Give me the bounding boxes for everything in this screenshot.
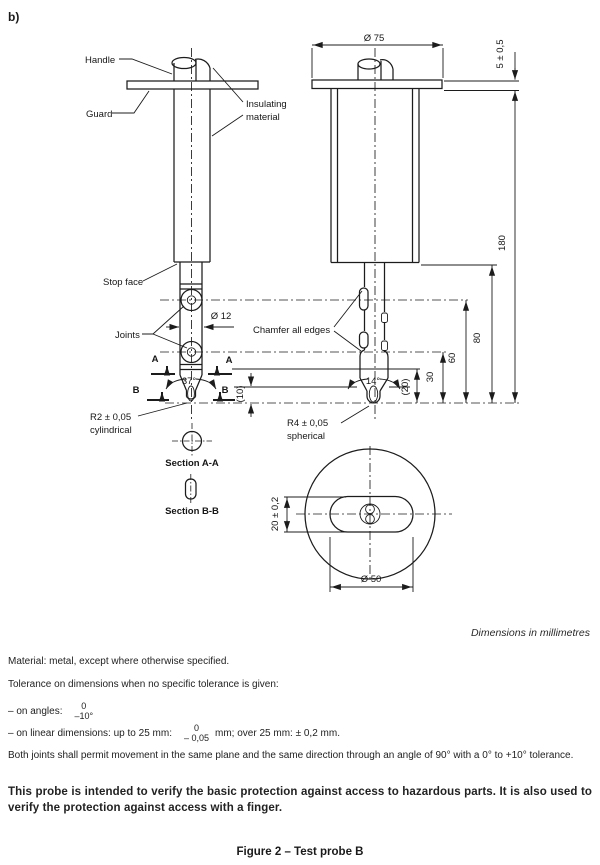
linear-frac-bottom: – 0,05 [183,733,210,744]
callouts: Handle Guard Insulating material Stop fa… [85,55,380,442]
handle-stub [173,58,211,81]
joint-pin-end-2 [365,514,375,524]
dim-60-label: 60 [447,353,458,364]
section-a-mark-left: A [152,354,159,365]
linear-text: – on linear dimensions: up to 25 mm: [8,727,172,739]
dim-30-label: 30 [425,372,436,383]
guard-circle [304,448,436,580]
dim-75-label: Ø 75 [364,33,385,44]
guard-plate-front [126,80,259,90]
tolerance-linear: – on linear dimensions: up to 25 mm: 0 –… [8,723,592,744]
guard-label: Guard [86,109,112,120]
tolerance-angles: – on angles: 0 –10° [8,701,592,722]
section-aa-view: Section A-A [165,423,219,469]
joints-note: Both joints shall permit movement in the… [8,750,574,761]
r4-label: R4 ± 0,05 [287,418,328,429]
angles-frac-top: 0 [81,701,87,711]
purpose-note: This probe is intended to verify the bas… [8,786,592,814]
joint-step-1 [381,312,388,323]
finger-wide-section [359,349,389,378]
dim-5-label: 5 ± 0,5 [495,40,506,69]
angle-37-label: 37° [182,376,197,387]
flat-shaft-outline [329,495,414,533]
section-bb-label: Section B-B [165,506,219,517]
linear-tolerance-fraction: 0 – 0,05 [184,723,209,744]
angles-tolerance-fraction: 0 –10° [75,701,94,722]
units-note: Dimensions in millimetres [470,627,590,639]
finger-tip-front [179,374,203,400]
finger-shaft-side [363,262,386,352]
insulating-label-line2: material [246,112,280,123]
handle-cut-hatch-side [357,58,381,70]
dim-180-label: 180 [497,235,508,251]
list-item-marker: b) [8,10,20,24]
joint-knuckle-2 [358,331,369,349]
figure-caption: Figure 2 – Test probe B [236,846,364,858]
insulating-label-line1: Insulating [246,99,287,110]
linear-frac-top: 0 [193,723,199,733]
r2-sub-label: cylindrical [90,425,132,436]
section-bb-shape [184,478,197,500]
section-aa-label: Section A-A [165,458,219,469]
angles-frac-bottom: –10° [74,711,94,722]
finger-end-circle [359,503,381,525]
handle-shaft-front [173,89,211,263]
linear-text-suffix: mm; over 25 mm: ± 0,2 mm. [215,727,340,739]
section-a-mark-right: A [226,355,233,366]
bottom-view [296,446,452,581]
joint-step-2 [381,340,388,351]
section-bb-view: Section B-B [165,474,219,517]
dim-10-ref-label: (10) [235,386,246,403]
test-probe-drawing: Ø 75 5 ± 0,5 180 80 60 30 [85,33,519,592]
finger-tip-side [359,377,389,404]
r2-label: R2 ± 0,05 [90,412,131,423]
section-b-mark-right: B [222,385,229,396]
dim-20-ref-label: (20) [400,379,411,396]
guard-plate-side [311,79,443,90]
section-b-mark-left: B [133,385,140,396]
tip-face-side [368,385,379,403]
movement-arrows [165,378,401,390]
dim-12-label: Ø 12 [211,311,232,322]
projection-lines [160,80,519,404]
stop-face-label: Stop face [103,277,143,288]
joint-knuckle-1 [358,287,369,311]
angles-text: – on angles: [8,705,63,717]
section-aa-shape [181,430,203,452]
dim-80-label: 80 [472,333,483,344]
tolerance-intro: Tolerance on dimensions when no specific… [8,679,279,690]
handle-stub-side [357,59,394,80]
tip-face-front [187,385,195,402]
r4-sub-label: spherical [287,431,325,442]
section-cut-marks: A A B B [133,354,235,402]
handle-label: Handle [85,55,115,66]
handle-cut-hatch [171,56,197,70]
joints-label: Joints [115,330,140,341]
chamfer-label: Chamfer all edges [253,325,330,336]
probe-front-view [126,48,259,419]
probe-side-view [311,48,443,419]
dim-20-label: 20 ± 0,2 [270,497,281,531]
angle-14-label: 14° [366,376,381,387]
leader-lines [112,58,370,424]
handle-cylinder [330,88,420,264]
joint-pin-end-1 [365,504,375,515]
material-note: Material: metal, except where otherwise … [8,656,230,667]
